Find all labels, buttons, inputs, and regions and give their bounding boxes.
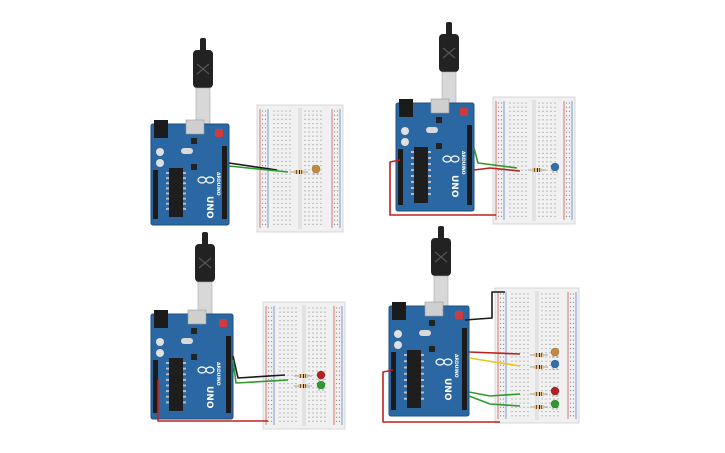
digital-header [467, 125, 472, 205]
power-jack [392, 302, 406, 320]
center-channel [532, 100, 536, 221]
wire-red [473, 167, 521, 172]
center-channel [302, 305, 306, 426]
reset-button [219, 319, 227, 327]
wire-red-ground [382, 369, 500, 423]
usb-cable [438, 226, 444, 240]
wire-black [232, 355, 286, 379]
reset-button [455, 311, 463, 319]
usb-port [430, 98, 450, 114]
usb-port [185, 119, 205, 135]
power-header [153, 360, 158, 413]
usb-port [187, 309, 207, 325]
wire-black [464, 291, 505, 321]
usb-cable [446, 22, 452, 36]
led-green [550, 399, 560, 409]
board-brand: ARDUINO [460, 151, 466, 175]
small-ic [191, 138, 197, 144]
microcontroller-chip [169, 168, 183, 217]
board-brand: ARDUINO [215, 362, 221, 386]
wire-green [468, 395, 521, 407]
wire-black [228, 162, 278, 171]
capacitor [401, 127, 409, 135]
digital-header [226, 336, 231, 413]
small-ic [191, 164, 197, 170]
crystal [419, 330, 431, 336]
board-brand: ARDUINO [453, 354, 459, 378]
wire-red-ground [389, 159, 496, 216]
wire-green [232, 359, 289, 384]
wire-yellow [468, 357, 521, 367]
capacitor [401, 138, 409, 146]
power-jack [399, 99, 413, 117]
reset-button [460, 108, 468, 116]
digital-header [462, 328, 467, 410]
capacitor [394, 330, 402, 338]
microcontroller-chip [169, 358, 183, 411]
small-ic [191, 328, 197, 334]
usb-port [424, 301, 444, 317]
capacitor [394, 341, 402, 349]
digital-header [222, 146, 227, 219]
power-header [398, 149, 403, 205]
led-orange [311, 164, 321, 174]
led-red [316, 370, 326, 380]
led-red [550, 386, 560, 396]
power-header [153, 170, 158, 219]
capacitor [156, 148, 164, 156]
board-label: UNO [204, 196, 214, 219]
power-jack [154, 310, 168, 328]
usb-cable [200, 38, 206, 52]
board-brand: ARDUINO [215, 172, 221, 196]
power-header [391, 352, 396, 410]
breadboard-holes [497, 102, 571, 217]
small-ic [436, 143, 442, 149]
board-label: UNO [204, 386, 214, 409]
microcontroller-chip [407, 350, 421, 408]
board-label: UNO [442, 378, 452, 401]
usb-cable [202, 232, 208, 246]
crystal [181, 338, 193, 344]
led-blue [550, 162, 560, 172]
capacitor [156, 338, 164, 346]
small-ic [429, 346, 435, 352]
led-blue [550, 359, 560, 369]
breadboard-holes [261, 110, 339, 225]
breadboard-holes [267, 307, 341, 422]
center-channel [298, 108, 302, 229]
small-ic [191, 354, 197, 360]
reset-button [215, 129, 223, 137]
microcontroller-chip [414, 147, 428, 203]
capacitor [156, 349, 164, 357]
crystal [181, 148, 193, 154]
crystal [426, 127, 438, 133]
wire-green [468, 391, 521, 397]
led-green [316, 380, 326, 390]
small-ic [429, 320, 435, 326]
small-ic [436, 117, 442, 123]
board-label: UNO [449, 175, 459, 198]
capacitor [156, 159, 164, 167]
wire-red [468, 351, 521, 355]
wire-red-ground [157, 380, 268, 422]
wire-green [473, 147, 518, 169]
wire-green [228, 165, 289, 173]
led-orange [550, 347, 560, 357]
power-jack [154, 120, 168, 138]
